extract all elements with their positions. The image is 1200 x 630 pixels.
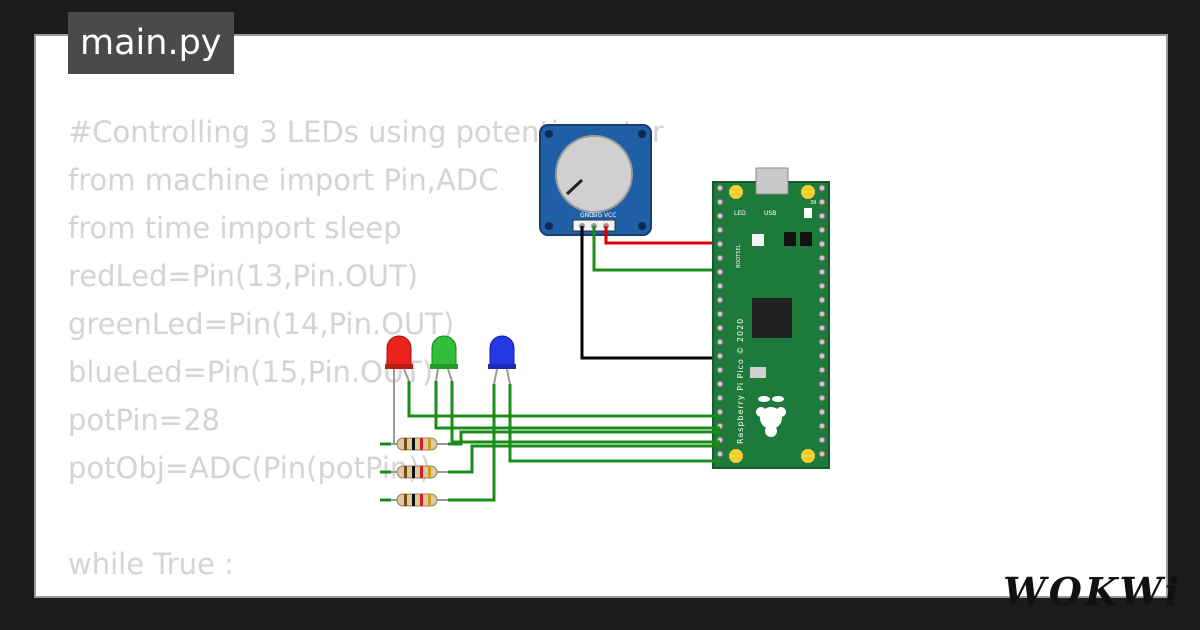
pico-pin[interactable] xyxy=(818,408,826,416)
pico-pin[interactable] xyxy=(716,338,724,346)
code-line: while True : xyxy=(68,547,234,581)
resistor-2[interactable] xyxy=(391,465,448,479)
pico-model-label: Raspberry Pi Pico © 2020 xyxy=(736,318,745,444)
pico-pin[interactable] xyxy=(716,184,724,192)
pico-pin-headers xyxy=(716,184,826,458)
pico-pin[interactable] xyxy=(818,198,826,206)
diagram-card: #Controlling 3 LEDs using potentiometer … xyxy=(34,34,1168,598)
led-green[interactable] xyxy=(430,335,458,382)
pico-pin[interactable] xyxy=(716,324,724,332)
pico-pin[interactable] xyxy=(818,254,826,262)
pot-pin-vcc-label: VCC xyxy=(604,212,616,219)
wokwi-logo: WOKWi xyxy=(1003,569,1182,614)
file-tab[interactable]: main.py xyxy=(68,12,234,74)
pico-pin[interactable] xyxy=(818,240,826,248)
pico-pin[interactable] xyxy=(818,352,826,360)
potentiometer[interactable]: GND SIG VCC xyxy=(539,124,652,236)
potentiometer-knob[interactable] xyxy=(555,135,633,213)
pico-pin[interactable] xyxy=(716,366,724,374)
gnd-wire xyxy=(580,226,721,360)
circuit-diagram: GND SIG VCC LED USB 1 39 xyxy=(380,124,830,507)
led-blue[interactable] xyxy=(488,335,516,385)
pico-pin[interactable] xyxy=(818,422,826,430)
pico-pin[interactable] xyxy=(716,352,724,360)
pico-pin[interactable] xyxy=(716,408,724,416)
code-line: blueLed=Pin(15,Pin.OUT) xyxy=(68,355,434,389)
code-line: from machine import Pin,ADC xyxy=(68,163,499,197)
pico-pin[interactable] xyxy=(818,436,826,444)
led-label: LED xyxy=(734,210,746,217)
pico-pin[interactable] xyxy=(818,366,826,374)
resistor-3[interactable] xyxy=(391,493,448,507)
pot-pin-gnd-label: GND xyxy=(580,212,594,219)
pico-pin[interactable] xyxy=(818,310,826,318)
pico-pin[interactable] xyxy=(818,226,826,234)
pico-pin[interactable] xyxy=(716,310,724,318)
pico-pin[interactable] xyxy=(818,338,826,346)
pico-pin[interactable] xyxy=(716,254,724,262)
pico-pin[interactable] xyxy=(818,296,826,304)
code-line: value = 16 - potObj.read_u16() xyxy=(68,588,664,596)
pico-pin[interactable] xyxy=(818,184,826,192)
pico-pin[interactable] xyxy=(818,282,826,290)
led-wires xyxy=(380,381,720,502)
code-line: from time import sleep xyxy=(68,211,402,245)
code-line: potObj=ADC(Pin(potPin)) xyxy=(68,451,431,485)
led-red[interactable] xyxy=(385,335,413,444)
pot-pin-sig-label: SIG xyxy=(592,212,603,219)
pico-pin[interactable] xyxy=(716,282,724,290)
pico-pin[interactable] xyxy=(716,380,724,388)
pico-pin[interactable] xyxy=(818,268,826,276)
pin40-label: 39 xyxy=(810,200,816,206)
pico-pin[interactable] xyxy=(818,212,826,220)
pico-pin[interactable] xyxy=(716,268,724,276)
pico-pin[interactable] xyxy=(818,380,826,388)
pico-pin[interactable] xyxy=(716,296,724,304)
code-line: potPin=28 xyxy=(68,403,221,437)
pico-pin[interactable] xyxy=(716,212,724,220)
pico-pin[interactable] xyxy=(818,450,826,458)
usb-port xyxy=(755,167,789,195)
bootsel-label: BOOTSEL xyxy=(736,244,742,268)
resistor-1[interactable] xyxy=(391,437,448,451)
pico-pin[interactable] xyxy=(716,394,724,402)
raspberry-pi-logo-icon xyxy=(756,396,786,437)
raspberry-pi-pico[interactable]: LED USB 1 39 BOOTSEL Raspberry Pi Pico ©… xyxy=(712,167,830,469)
pico-pin[interactable] xyxy=(716,226,724,234)
pico-pin[interactable] xyxy=(818,394,826,402)
code-line: redLed=Pin(13,Pin.OUT) xyxy=(68,259,419,293)
usb-label: USB xyxy=(764,210,776,217)
pico-pin[interactable] xyxy=(716,198,724,206)
code-line: greenLed=Pin(14,Pin.OUT) xyxy=(68,307,455,341)
pico-pin[interactable] xyxy=(818,324,826,332)
bootsel-button[interactable] xyxy=(752,234,764,246)
pico-pin[interactable] xyxy=(716,450,724,458)
pico-pin[interactable] xyxy=(716,240,724,248)
